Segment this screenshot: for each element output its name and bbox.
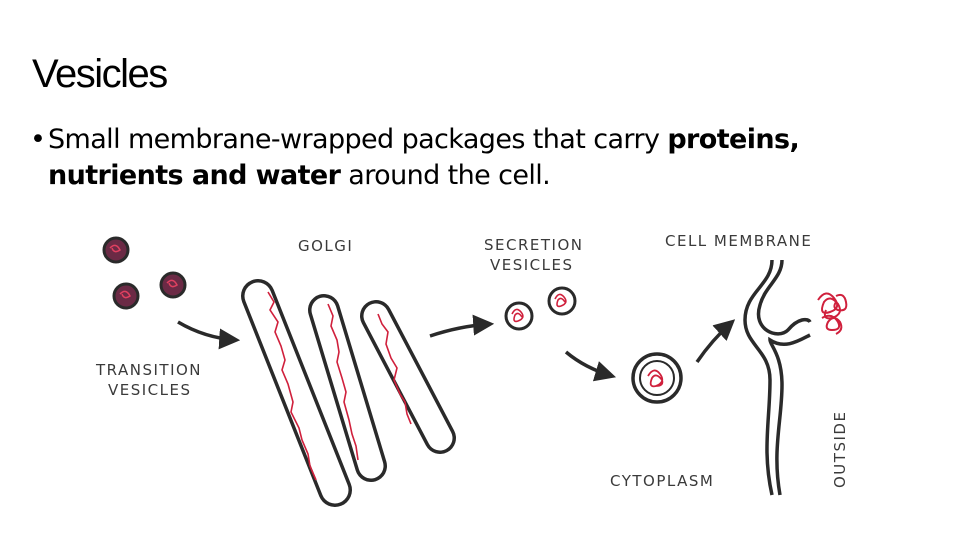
bullet-text-bold: proteins, nutrients and water: [48, 124, 800, 191]
label-golgi: GOLGI: [298, 237, 353, 255]
secretion-vesicle: [504, 301, 534, 331]
bullet-text-start: Small membrane-wrapped packages that car…: [48, 124, 668, 155]
transition-vesicle: [159, 271, 187, 299]
label-secretion-line1: SECRETION: [484, 236, 584, 254]
arrow-to-cytoplasm-vesicle: [564, 350, 617, 382]
bullet-point: • Small membrane-wrapped packages that c…: [30, 122, 930, 194]
arrow-to-golgi: [177, 320, 241, 350]
arrow-to-membrane: [695, 319, 736, 363]
label-cell-membrane: CELL MEMBRANE: [665, 232, 812, 250]
label-transition-line2: VESICLES: [108, 381, 192, 399]
golgi-cisterna: [241, 279, 352, 507]
transition-vesicles: [102, 236, 187, 310]
label-outside: OUTSIDE: [831, 411, 849, 488]
label-secretion-line2: VESICLES: [490, 256, 574, 274]
label-cytoplasm: CYTOPLASM: [610, 472, 714, 490]
label-transition-line1: TRANSITION: [95, 361, 202, 379]
slide-title: Vesicles: [32, 52, 168, 96]
secretion-vesicle: [547, 286, 577, 316]
cytoplasm-vesicle: [631, 352, 683, 404]
bullet-text-end: around the cell.: [340, 160, 551, 191]
golgi-stacks: [241, 279, 456, 507]
transition-vesicle: [102, 236, 130, 264]
cell-membrane: [743, 259, 812, 496]
secretion-vesicles: [504, 286, 577, 331]
arrow-to-secretion-vesicles: [429, 314, 495, 338]
golgi-cisterna: [360, 300, 456, 454]
transition-vesicle: [112, 282, 140, 310]
bullet-marker: •: [30, 124, 46, 155]
released-cargo: [817, 292, 848, 335]
golgi-cisterna: [308, 294, 387, 482]
bullet-text: Small membrane-wrapped packages that car…: [30, 122, 930, 194]
